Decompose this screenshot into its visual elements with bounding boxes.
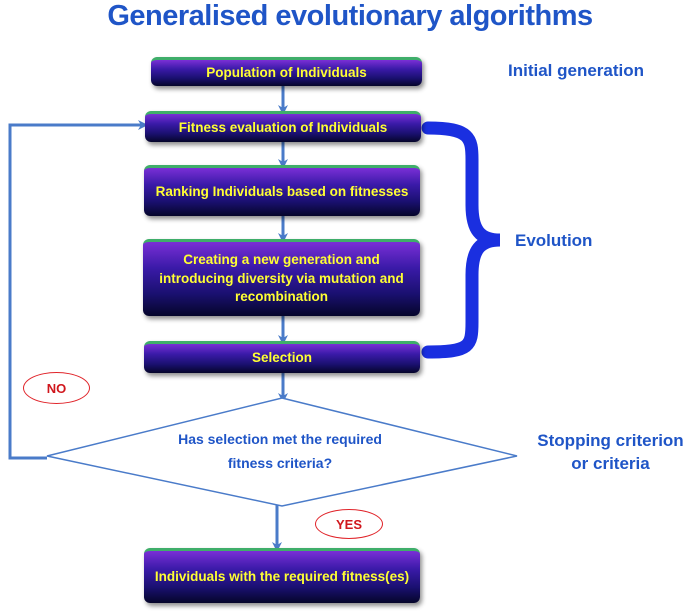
- no-oval: NO: [23, 372, 90, 404]
- ranking-box-label: Ranking Individuals based on fitnesses: [155, 183, 409, 199]
- fitness-evaluation-box: Fitness evaluation of Individuals: [145, 111, 421, 142]
- evolution-brace: [421, 121, 501, 359]
- decision-diamond: [46, 397, 518, 507]
- initial-generation-label: Initial generation: [508, 61, 645, 80]
- selection-box: Selection: [144, 341, 420, 373]
- creating-generation-box: Creating a new generation and introducin…: [143, 239, 420, 316]
- decision-question: Has selection met the required fitness c…: [178, 431, 382, 471]
- selection-box-label: Selection: [251, 350, 313, 366]
- result-box-label: Individuals with the required fitness(es…: [154, 568, 410, 584]
- diagram-title: Generalised evolutionary algorithms: [107, 0, 593, 32]
- evolution-label: Evolution: [515, 231, 593, 250]
- no-loop-line: [8, 120, 148, 460]
- creating-generation-box-label: Creating a new generation and introducin…: [159, 251, 404, 305]
- ranking-box: Ranking Individuals based on fitnesses: [144, 165, 420, 216]
- stopping-criterion-label: Stopping criterion or criteria: [537, 431, 684, 473]
- result-box: Individuals with the required fitness(es…: [144, 548, 420, 603]
- population-box-label: Population of Individuals: [206, 64, 367, 80]
- yes-oval: YES: [315, 509, 383, 539]
- population-box: Population of Individuals: [151, 57, 422, 86]
- fitness-evaluation-box-label: Fitness evaluation of Individuals: [178, 119, 388, 135]
